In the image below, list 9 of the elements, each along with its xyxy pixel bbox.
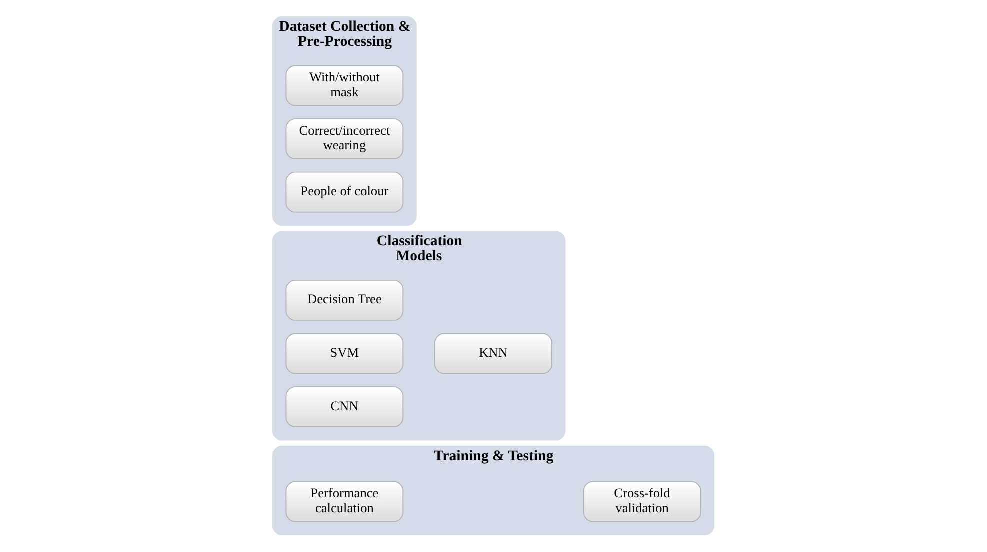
node-box: With/without mask [286, 65, 404, 106]
node-box: Decision Tree [286, 280, 404, 321]
node-box: Performance calculation [286, 481, 404, 522]
node-box: CNN [286, 386, 404, 428]
node-box: KNN [434, 333, 552, 374]
node-box: People of colour [286, 172, 404, 213]
node-box: Cross-fold validation [583, 481, 702, 522]
node-box: Correct/incorrect wearing [286, 118, 404, 160]
node-box: SVM [286, 333, 404, 374]
